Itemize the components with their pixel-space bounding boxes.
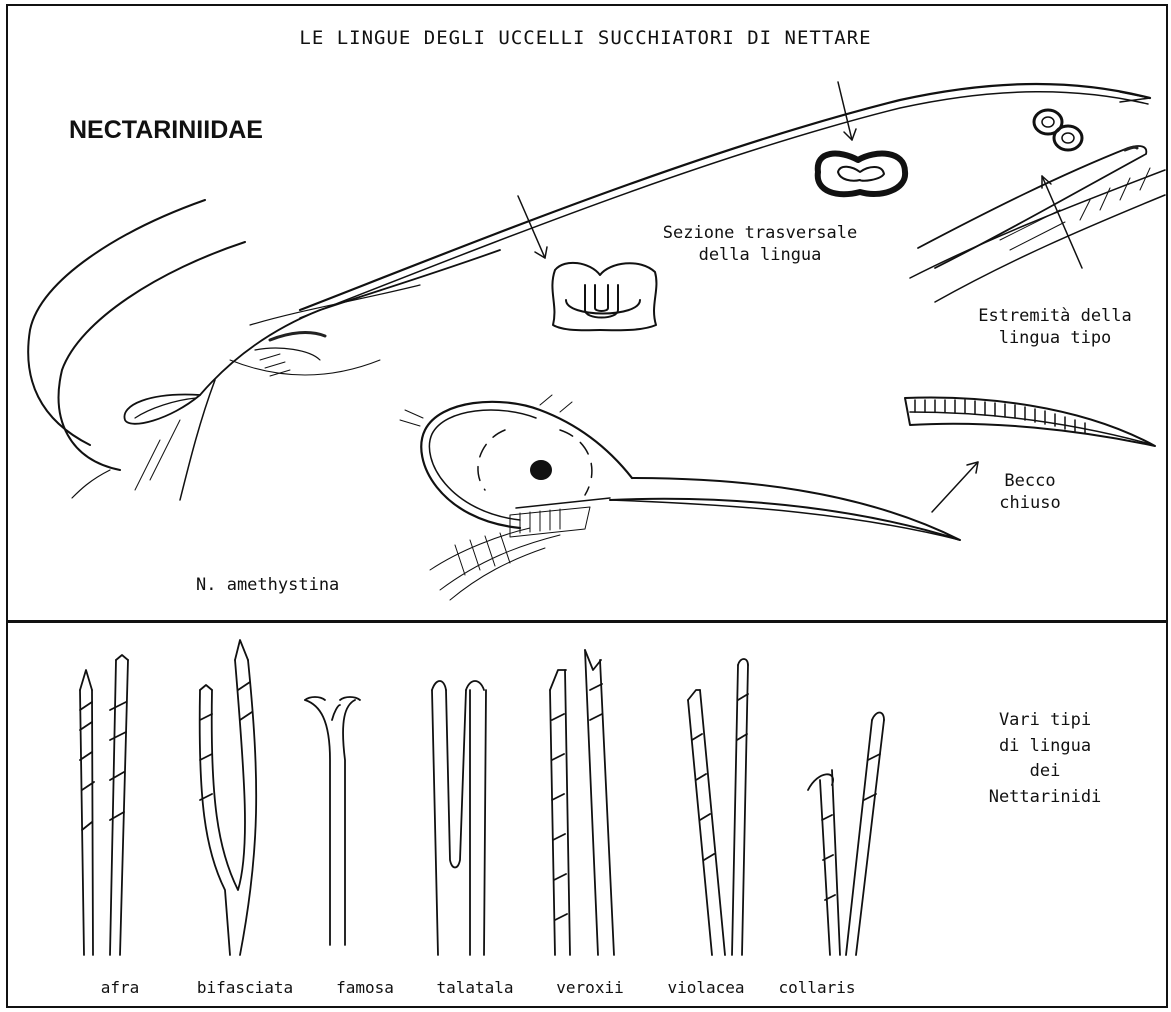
tip-label-line-1: Estremità della: [940, 305, 1170, 327]
tongue-label-talatala: talatala: [436, 978, 513, 997]
tongue-types-line-1: Vari tipi: [950, 708, 1140, 734]
tongue-label-collaris: collaris: [778, 978, 855, 997]
species-label: N. amethystina: [196, 574, 339, 596]
tongue-types-line-3: dei: [950, 759, 1140, 785]
tongue-label-violacea: violacea: [667, 978, 744, 997]
bird-head-drawing: [400, 395, 960, 600]
tongue-tip-talatala: [432, 681, 486, 955]
tongue-types-label: Vari tipi di lingua dei Nettarinidi: [950, 708, 1140, 810]
tongue-tip-afra: [80, 655, 128, 955]
closed-beak-label-line-2: chiuso: [970, 492, 1090, 514]
tongue-label-afra: afra: [101, 978, 140, 997]
tongue-tip-bifasciata: [200, 640, 257, 955]
closed-beak-label: Becco chiuso: [970, 470, 1090, 514]
cross-section-2: [818, 154, 905, 195]
tongue-tip-drawing: [910, 110, 1165, 302]
tongue-label-bifasciata: bifasciata: [197, 978, 293, 997]
tongue-tip-violacea: [688, 659, 748, 955]
cross-section-label-line-2: della lingua: [630, 244, 890, 266]
tongue-types-line-2: di lingua: [950, 734, 1140, 760]
closed-beak-label-line-1: Becco: [970, 470, 1090, 492]
tip-label: Estremità della lingua tipo: [940, 305, 1170, 349]
cross-section-label: Sezione trasversale della lingua: [630, 222, 890, 266]
tongue-tip-veroxii: [550, 650, 614, 955]
cross-section-label-line-1: Sezione trasversale: [630, 222, 890, 244]
tongue-tip-collaris: [808, 713, 884, 956]
tongue-label-veroxii: veroxii: [556, 978, 623, 997]
tip-label-line-2: lingua tipo: [940, 327, 1170, 349]
closed-beak-drawing: [905, 398, 1155, 446]
tongue-tip-famosa: [305, 697, 360, 945]
tongue-types-line-4: Nettarinidi: [950, 785, 1140, 811]
tongue-label-famosa: famosa: [336, 978, 394, 997]
cross-section-1: [552, 263, 656, 330]
